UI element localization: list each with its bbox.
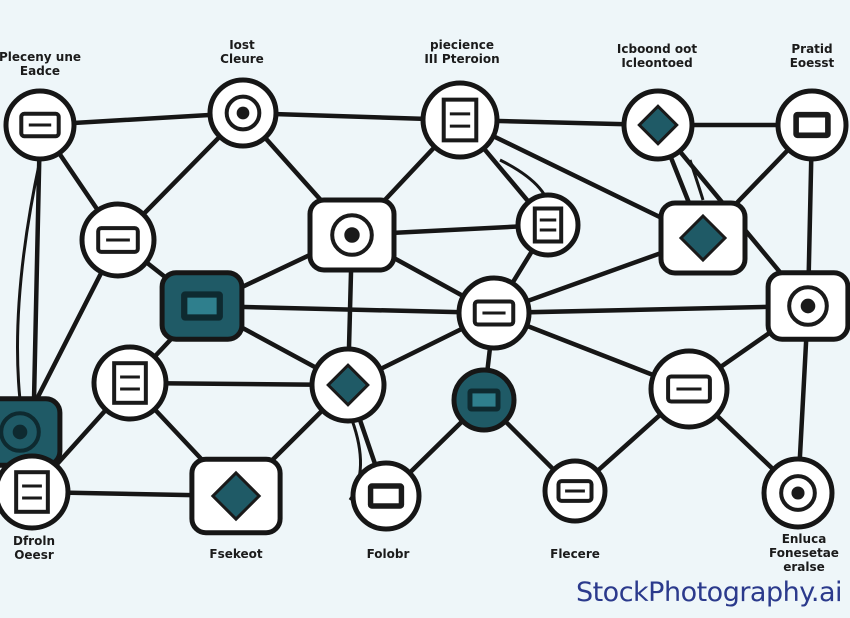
label-top-1: Pleceny une Eadce: [0, 50, 82, 78]
puzzle-icon: [0, 453, 71, 531]
cube-icon: [621, 88, 695, 162]
globe-icon: [451, 367, 517, 433]
server-icon: [159, 270, 245, 342]
label-top-4: Icboond oot Icleontoed: [616, 42, 698, 70]
list-icon: [79, 201, 157, 279]
monitor-icon: [189, 456, 283, 536]
terminal-icon: [309, 346, 387, 424]
label-top-5: Pratid Eoesst: [789, 42, 835, 70]
connection-line: [491, 303, 811, 316]
printer-icon: [765, 270, 850, 342]
label-top-2: Iost Cleure: [220, 38, 264, 66]
label-top-3: piecience III Pteroion: [424, 38, 500, 66]
label-bottom-2: Fsekeot: [209, 547, 263, 561]
connection-curve: [688, 159, 705, 201]
document-panel-icon: [420, 80, 500, 160]
eye-icon: [515, 192, 581, 258]
connections: [16, 110, 815, 501]
book-icon: [775, 88, 849, 162]
label-bottom-3: Folobr: [366, 547, 410, 561]
card-reader-icon: [761, 456, 835, 530]
briefcase-icon: [3, 88, 77, 162]
camera-lens-icon: [207, 77, 279, 149]
image-frame-icon: [91, 344, 169, 422]
camera-icon: [307, 197, 397, 273]
barcode-icon: [658, 200, 748, 276]
watermark: StockPhotography.ai: [575, 577, 843, 608]
folder-icon: [542, 458, 608, 524]
lock-icon: [350, 460, 422, 532]
laptop-icon: [648, 348, 730, 430]
grid-cluster-icon: [456, 275, 532, 351]
label-bottom-1: Dfroln Oeesr: [13, 534, 55, 562]
label-bottom-5: Enluca Fonesetae eralse: [769, 532, 839, 574]
nodes: [0, 77, 850, 536]
connection-curve: [16, 159, 42, 401]
label-bottom-4: Flecere: [550, 547, 600, 561]
